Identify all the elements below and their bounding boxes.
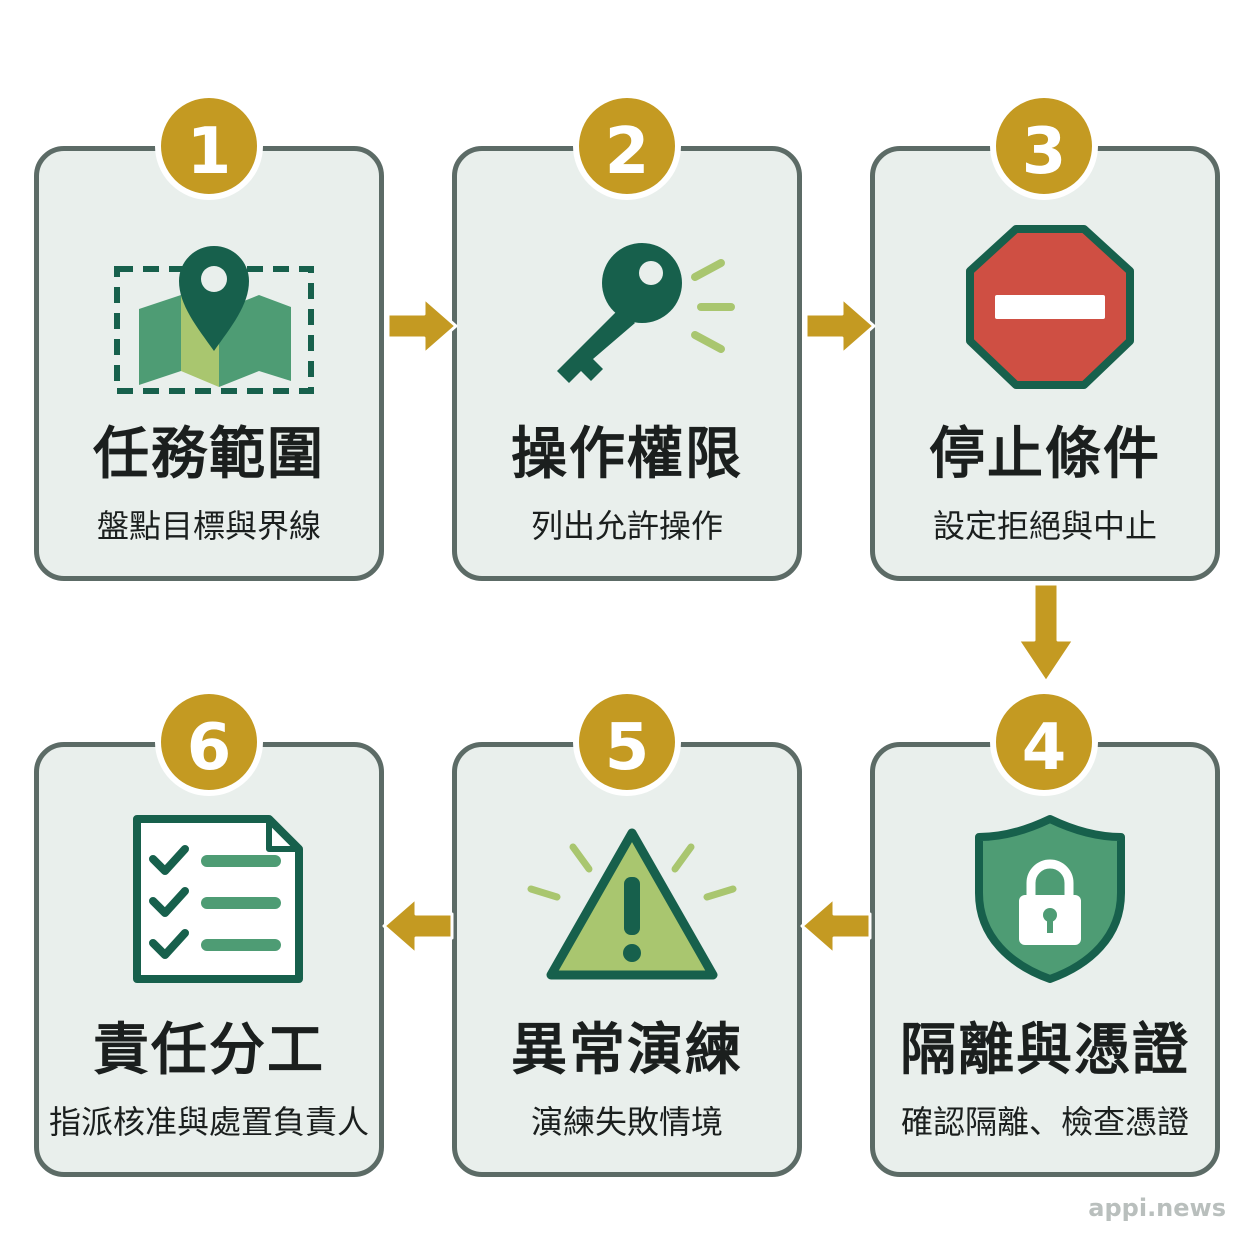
arrow-left-4-to-5 bbox=[800, 896, 872, 956]
step-card-2: 操作權限 列出允許操作 bbox=[452, 146, 802, 581]
step-subtitle-6: 指派核准與處置負責人 bbox=[48, 1103, 369, 1141]
step-card-5: 異常演練 演練失敗情境 bbox=[452, 742, 802, 1177]
step-subtitle-4: 確認隔離、檢查憑證 bbox=[900, 1103, 1189, 1141]
checklist-icon bbox=[109, 813, 319, 983]
step-card-1: 任務範圍 盤點目標與界線 bbox=[34, 146, 384, 581]
map-pin-icon bbox=[109, 231, 319, 401]
shield-lock-icon bbox=[945, 813, 1155, 983]
step-subtitle-2: 列出允許操作 bbox=[530, 507, 723, 545]
step-number-badge-1: 1 bbox=[155, 92, 263, 200]
warning-icon bbox=[527, 819, 737, 989]
arrow-left-5-to-6 bbox=[382, 896, 454, 956]
step-number-badge-5: 5 bbox=[573, 688, 681, 796]
step-subtitle-1: 盤點目標與界線 bbox=[96, 507, 321, 545]
step-card-6: 責任分工 指派核准與處置負責人 bbox=[34, 742, 384, 1177]
step-number-badge-4: 4 bbox=[990, 688, 1098, 796]
watermark: appi.news bbox=[1088, 1194, 1226, 1222]
step-number-badge-3: 3 bbox=[990, 92, 1098, 200]
step-card-4: 隔離與憑證 確認隔離、檢查憑證 bbox=[870, 742, 1220, 1177]
key-icon bbox=[527, 231, 737, 401]
stop-sign-icon bbox=[945, 223, 1155, 393]
step-title-3: 停止條件 bbox=[929, 422, 1161, 487]
arrow-right-2-to-3 bbox=[804, 296, 876, 356]
step-title-4: 隔離與憑證 bbox=[900, 1018, 1190, 1083]
step-title-6: 責任分工 bbox=[93, 1018, 325, 1083]
step-number-badge-2: 2 bbox=[573, 92, 681, 200]
step-number-badge-6: 6 bbox=[155, 688, 263, 796]
step-subtitle-5: 演練失敗情境 bbox=[530, 1103, 723, 1141]
arrow-down-3-to-4 bbox=[1016, 582, 1076, 684]
step-title-5: 異常演練 bbox=[511, 1018, 743, 1083]
step-subtitle-3: 設定拒絕與中止 bbox=[932, 507, 1157, 545]
step-title-1: 任務範圍 bbox=[93, 422, 325, 487]
step-title-2: 操作權限 bbox=[511, 422, 743, 487]
step-card-3: 停止條件 設定拒絕與中止 bbox=[870, 146, 1220, 581]
arrow-right-1-to-2 bbox=[386, 296, 458, 356]
